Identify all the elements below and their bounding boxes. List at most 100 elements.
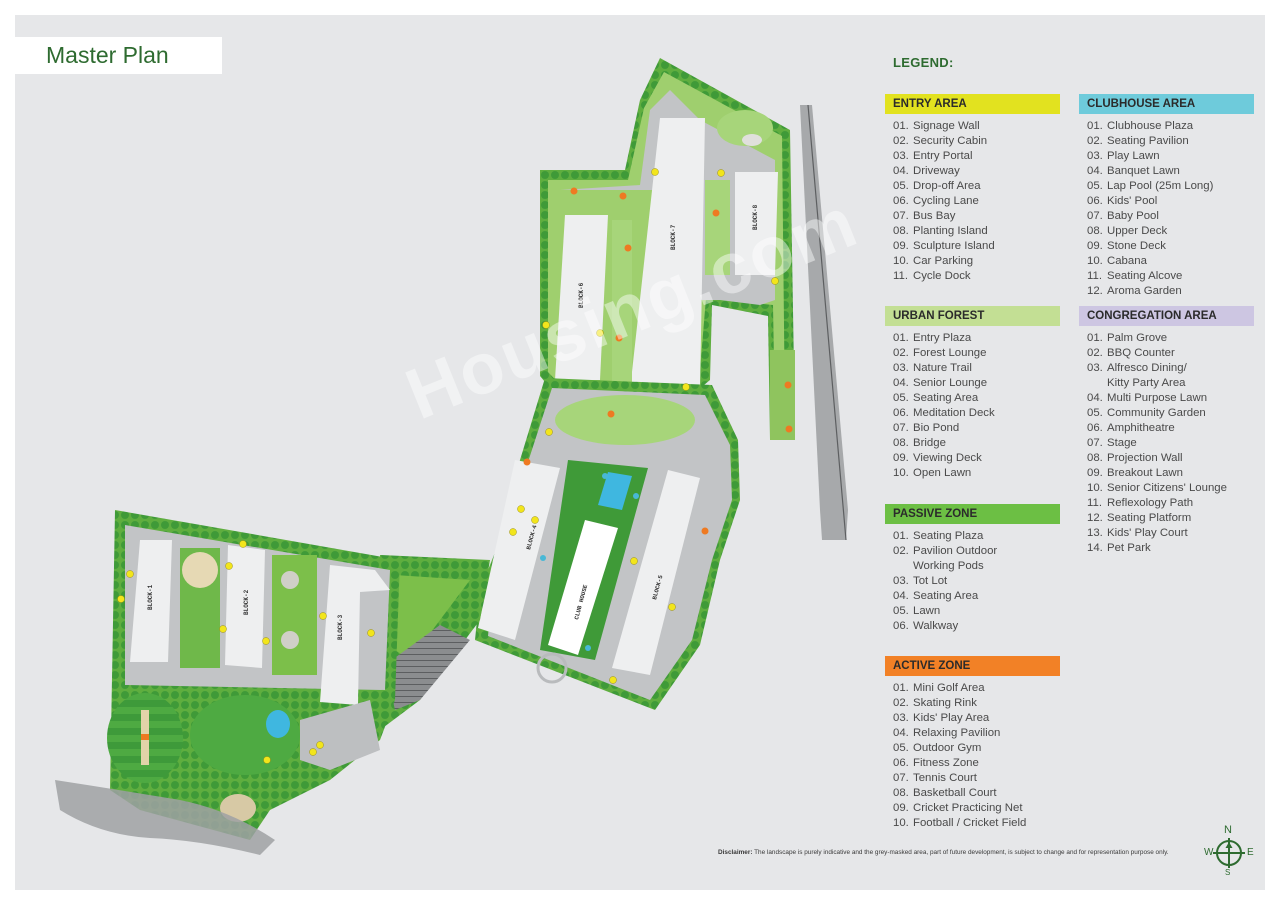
legend-item: 05.Lap Pool (25m Long) bbox=[1087, 180, 1214, 192]
legend-item: 01.Seating Plaza bbox=[893, 530, 984, 542]
legend-item: 04.Multi Purpose Lawn bbox=[1087, 392, 1208, 404]
legend-header-urban-forest: URBAN FOREST bbox=[885, 306, 1060, 326]
block-3-label: BLOCK-3 bbox=[337, 614, 344, 640]
legend-item: 08.Planting Island bbox=[893, 225, 988, 237]
legend-list-active-zone: 01.Mini Golf Area 02.Skating Rink 03.Kid… bbox=[885, 681, 1060, 831]
legend-item: 02.Skating Rink bbox=[893, 697, 977, 709]
southwest-section bbox=[107, 510, 400, 840]
central-section bbox=[475, 378, 740, 710]
legend-header-entry-area: ENTRY AREA bbox=[885, 94, 1060, 114]
legend-header-clubhouse-area: CLUBHOUSE AREA bbox=[1079, 94, 1254, 114]
legend-item: 10.Cabana bbox=[1087, 255, 1147, 267]
legend-item: 07.Bio Pond bbox=[893, 422, 960, 434]
site-master-plan-map: BLOCK-1 BLOCK-2 BLOCK-3 BLOCK-4 BLOCK-5 … bbox=[55, 58, 848, 855]
legend-item: 03.Tot Lot bbox=[893, 575, 948, 587]
legend-item: 03.Alfresco Dining/Kitty Party Area bbox=[1087, 362, 1187, 389]
legend-item: 07.Bus Bay bbox=[893, 210, 956, 222]
legend-item: 02.Forest Lounge bbox=[893, 347, 987, 359]
legend-item: 10.Football / Cricket Field bbox=[893, 817, 1027, 829]
south-road-mask bbox=[55, 780, 275, 855]
legend-item: 01.Entry Plaza bbox=[893, 332, 972, 344]
legend-item: 08.Upper Deck bbox=[1087, 225, 1168, 237]
legend-item: 05.Drop-off Area bbox=[893, 180, 981, 192]
block-6-label: BLOCK-6 bbox=[578, 282, 585, 308]
legend-item: 07.Tennis Court bbox=[893, 772, 977, 784]
block-8-label: BLOCK-8 bbox=[752, 204, 759, 230]
legend-item: 05.Outdoor Gym bbox=[893, 742, 982, 754]
block-2-label: BLOCK-2 bbox=[243, 589, 250, 615]
legend-item: 02.Security Cabin bbox=[893, 135, 988, 147]
legend-header-congregation-area: CONGREGATION AREA bbox=[1079, 306, 1254, 326]
legend-item: 02.Seating Pavilion bbox=[1087, 135, 1189, 147]
legend-item: 11.Reflexology Path bbox=[1087, 497, 1194, 509]
title-box: Master Plan bbox=[15, 37, 222, 74]
legend-item: 12.Aroma Garden bbox=[1087, 285, 1182, 297]
legend-item: 01.Clubhouse Plaza bbox=[1087, 120, 1194, 132]
page-title: Master Plan bbox=[46, 42, 169, 68]
block-1-label: BLOCK-1 bbox=[147, 584, 154, 610]
legend-section-entry-area: ENTRY AREA 01.Signage Wall 02.Security C… bbox=[885, 94, 1060, 284]
compass-rose: N W E S bbox=[1203, 824, 1254, 880]
legend-section-active-zone: ACTIVE ZONE 01.Mini Golf Area 02.Skating… bbox=[885, 656, 1060, 831]
legend-item: 01.Mini Golf Area bbox=[893, 682, 985, 694]
legend-item: 03.Nature Trail bbox=[893, 362, 972, 374]
legend-item: 07.Stage bbox=[1087, 437, 1137, 449]
legend-item: 09.Cricket Practicing Net bbox=[893, 802, 1023, 814]
compass-east-label: E bbox=[1247, 847, 1254, 858]
future-development-road bbox=[800, 104, 848, 541]
legend-item: 10.Senior Citizens' Lounge bbox=[1087, 482, 1227, 494]
legend-item: 11.Cycle Dock bbox=[893, 270, 971, 282]
legend-item: 09.Breakout Lawn bbox=[1087, 467, 1183, 479]
legend-item: 04.Senior Lounge bbox=[893, 377, 988, 389]
legend-item: 08.Basketball Court bbox=[893, 787, 997, 799]
legend-list-congregation-area: 01.Palm Grove 02.BBQ Counter 03.Alfresco… bbox=[1079, 331, 1254, 556]
legend-item: 05.Community Garden bbox=[1087, 407, 1206, 419]
legend-item: 07.Baby Pool bbox=[1087, 210, 1159, 222]
legend-list-clubhouse-area: 01.Clubhouse Plaza 02.Seating Pavilion 0… bbox=[1079, 119, 1254, 299]
legend-item: 06.Kids' Pool bbox=[1087, 195, 1158, 207]
legend-item: 14.Pet Park bbox=[1087, 542, 1151, 554]
disclaimer-label: Disclaimer: bbox=[718, 849, 753, 856]
compass-north-label: N bbox=[1224, 824, 1232, 836]
legend-section-congregation-area: CONGREGATION AREA 01.Palm Grove 02.BBQ C… bbox=[1079, 306, 1254, 556]
legend-item: 06.Meditation Deck bbox=[893, 407, 995, 419]
legend-item: 04.Driveway bbox=[893, 165, 960, 177]
legend-item: 13.Kids' Play Court bbox=[1087, 527, 1188, 539]
legend-title: LEGEND: bbox=[893, 55, 954, 70]
legend-item: 08.Bridge bbox=[893, 437, 946, 449]
legend-item: 10.Car Parking bbox=[893, 255, 974, 267]
legend-item: 08.Projection Wall bbox=[1087, 452, 1183, 464]
legend-item: 03.Play Lawn bbox=[1087, 150, 1160, 162]
legend-item: 06.Amphitheatre bbox=[1087, 422, 1175, 434]
legend-item: 09.Viewing Deck bbox=[893, 452, 982, 464]
legend-section-urban-forest: URBAN FOREST 01.Entry Plaza 02.Forest Lo… bbox=[885, 306, 1060, 481]
legend-header-active-zone: ACTIVE ZONE bbox=[885, 656, 1060, 676]
compass-south-label: S bbox=[1225, 868, 1231, 877]
legend-item: 01.Palm Grove bbox=[1087, 332, 1168, 344]
compass-icon bbox=[1213, 838, 1245, 868]
legend-list-urban-forest: 01.Entry Plaza 02.Forest Lounge 03.Natur… bbox=[885, 331, 1060, 481]
legend-item: 11.Seating Alcove bbox=[1087, 270, 1183, 282]
legend-item: 09.Stone Deck bbox=[1087, 240, 1166, 252]
legend-item: 01.Signage Wall bbox=[893, 120, 980, 132]
north-section bbox=[540, 58, 795, 440]
legend-item: 04.Banquet Lawn bbox=[1087, 165, 1180, 177]
legend-item: 05.Seating Area bbox=[893, 392, 979, 404]
legend-item: 06.Walkway bbox=[893, 620, 959, 632]
legend-item: 02.BBQ Counter bbox=[1087, 347, 1175, 359]
disclaimer: Disclaimer: The landscape is purely indi… bbox=[718, 849, 1169, 856]
legend-item: 06.Fitness Zone bbox=[893, 757, 979, 769]
legend-item: 03.Entry Portal bbox=[893, 150, 973, 162]
compass-west-label: W bbox=[1204, 847, 1214, 858]
legend-item: 03.Kids' Play Area bbox=[893, 712, 990, 724]
connector-area bbox=[370, 555, 490, 730]
legend-item: 06.Cycling Lane bbox=[893, 195, 979, 207]
legend-item: 10.Open Lawn bbox=[893, 467, 972, 479]
legend-item: 04.Relaxing Pavilion bbox=[893, 727, 1001, 739]
legend-header-passive-zone: PASSIVE ZONE bbox=[885, 504, 1060, 524]
legend-item: 12.Seating Platform bbox=[1087, 512, 1192, 524]
legend-list-entry-area: 01.Signage Wall 02.Security Cabin 03.Ent… bbox=[885, 119, 1060, 284]
disclaimer-text: The landscape is purely indicative and t… bbox=[752, 849, 1169, 856]
